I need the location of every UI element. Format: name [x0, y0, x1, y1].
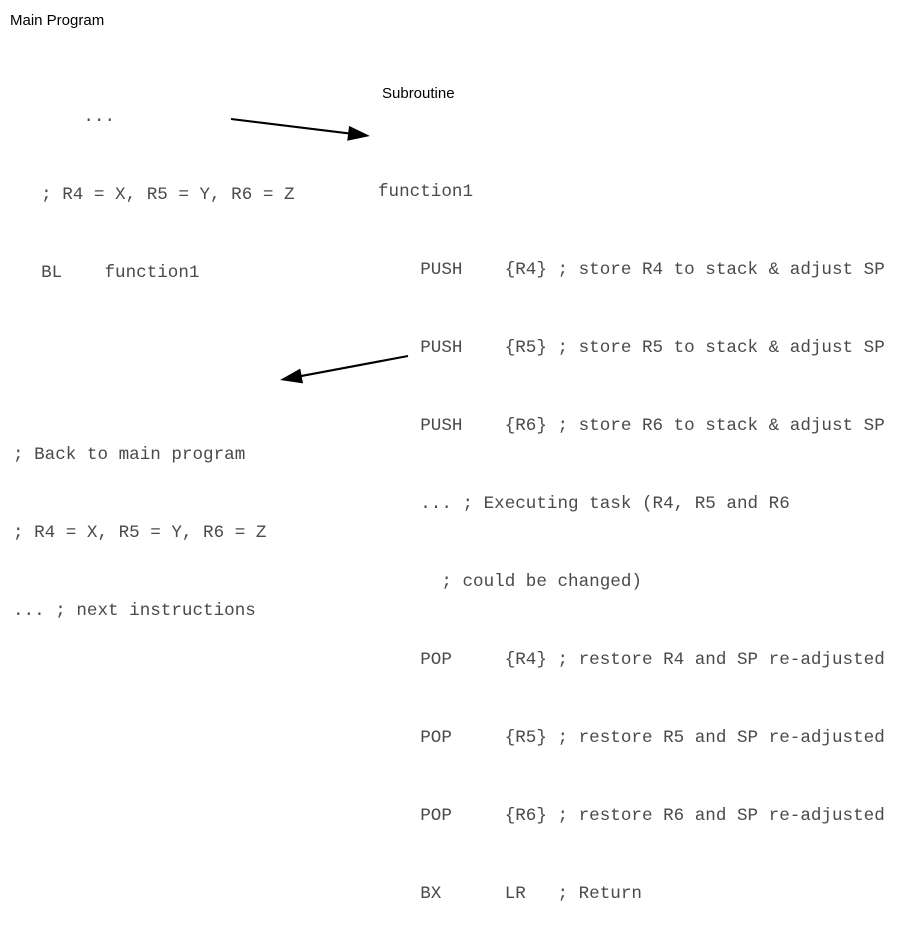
code-line: ... [20, 107, 116, 127]
code-line: POP {R4} ; restore R4 and SP re-adjusted [378, 650, 885, 670]
code-line: ; Back to main program [13, 445, 246, 465]
code-line: PUSH {R6} ; store R6 to stack & adjust S… [378, 416, 885, 436]
call-arrow-head [347, 125, 370, 141]
code-line: BX LR ; Return [378, 884, 642, 904]
subroutine-code-block: function1 PUSH {R4} ; store R4 to stack … [378, 127, 885, 940]
code-line: function1 [378, 182, 474, 202]
code-line: ; R4 = X, R5 = Y, R6 = Z [13, 523, 267, 543]
main-program-heading: Main Program [10, 12, 105, 29]
code-line: ; R4 = X, R5 = Y, R6 = Z [20, 185, 295, 205]
return-arrow-head [280, 368, 304, 384]
code-line: PUSH {R5} ; store R5 to stack & adjust S… [378, 338, 885, 358]
code-line: POP {R6} ; restore R6 and SP re-adjusted [378, 806, 885, 826]
return-code-block: ; Back to main program ; R4 = X, R5 = Y,… [13, 390, 266, 676]
code-line: ; could be changed) [378, 572, 642, 592]
code-line: PUSH {R4} ; store R4 to stack & adjust S… [378, 260, 885, 280]
code-line: ... ; next instructions [13, 601, 256, 621]
main-program-code-block: ... ; R4 = X, R5 = Y, R6 = Z BL function… [20, 52, 295, 338]
subroutine-heading: Subroutine [382, 85, 455, 102]
code-line: ... ; Executing task (R4, R5 and R6 [378, 494, 790, 514]
diagram-canvas: Main Program ... ; R4 = X, R5 = Y, R6 = … [10, 12, 885, 904]
code-line: POP {R5} ; restore R5 and SP re-adjusted [378, 728, 885, 748]
code-line: BL function1 [20, 263, 200, 283]
